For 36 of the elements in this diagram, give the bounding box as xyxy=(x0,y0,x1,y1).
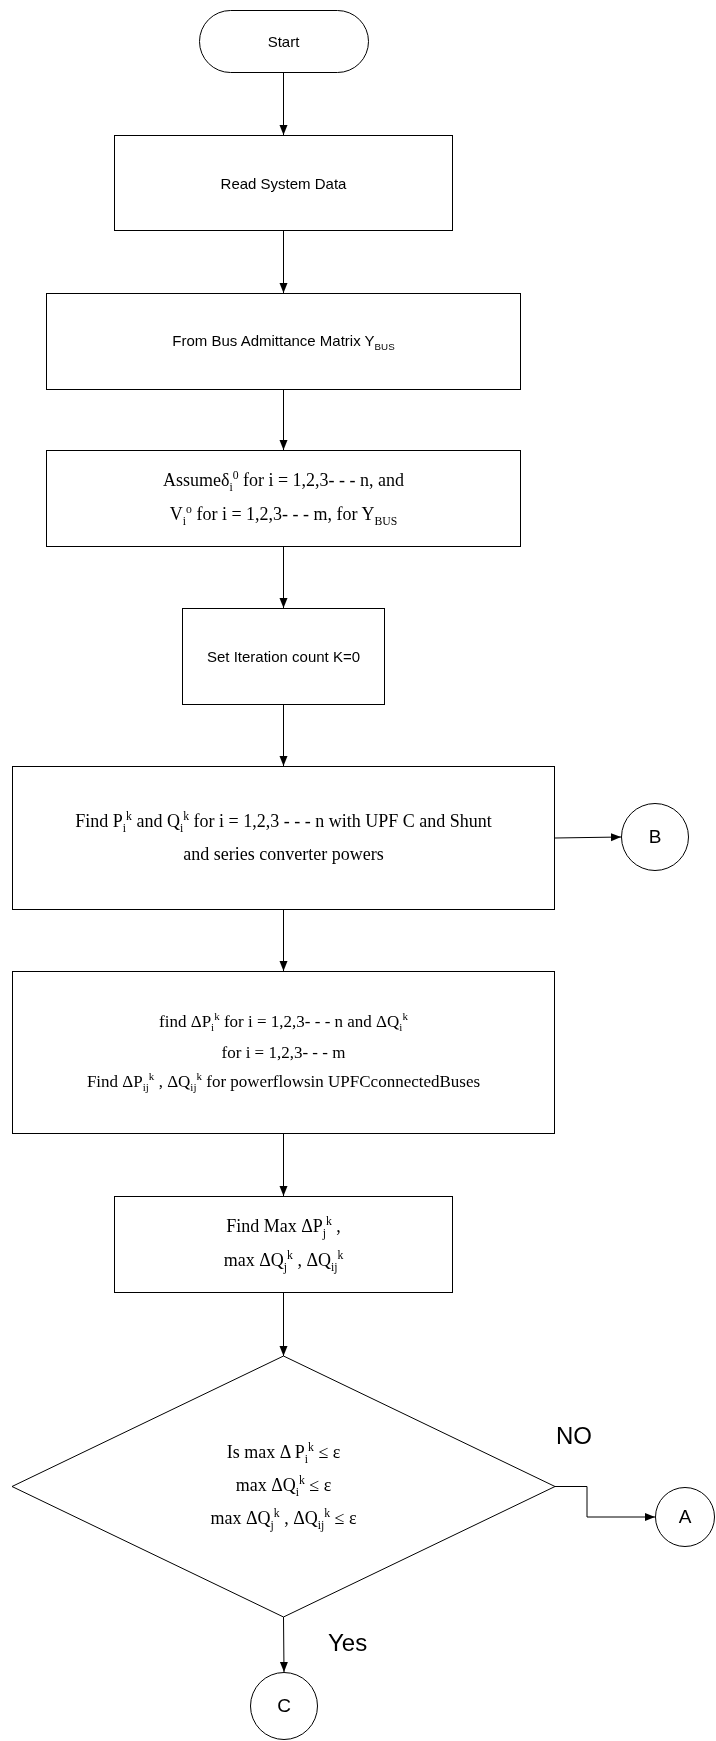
step-text: Read System Data xyxy=(220,174,347,192)
arrow xyxy=(554,833,622,842)
step-text: Set Iteration count K=0 xyxy=(207,648,360,665)
step-text: Assumeδ$_{i}$$^{0}$ for i = 1,2,3- - - n, and xyxy=(162,468,405,497)
step-text: for i = 1,2,3- - - m xyxy=(221,1041,346,1064)
arrow xyxy=(279,389,288,451)
step-text: V$_{i}$$^{o}$ for i = 1,2,3- - - m, for Y$_{BUS}$ xyxy=(169,501,398,530)
step-text: Find ΔP$_{ij}$$^{k}$ , ΔQ$_{ij}$$^{k}$ for powerflowsin UPFCconnectedBuses xyxy=(86,1069,481,1096)
step-text: Is max Δ P$_{i}$$^{k}$ ≤ ε xyxy=(226,1439,341,1468)
process-box xyxy=(46,450,521,547)
process-box xyxy=(114,135,453,231)
process-box xyxy=(182,608,385,705)
arrow xyxy=(279,1133,288,1197)
step-text: Find P$_{i}$$^{k}$ and Q$_{i}$$^{k}$ for i = 1,2,3 - - - n with UPF C and Shunt and series converter powers xyxy=(74,808,493,866)
decision-diamond xyxy=(12,1356,555,1617)
arrow xyxy=(279,1292,288,1357)
arrow xyxy=(279,1616,288,1673)
arrow xyxy=(279,909,288,972)
arrow xyxy=(279,546,288,609)
arrow xyxy=(554,1486,656,1521)
connector-letter: B xyxy=(648,826,662,848)
step-text: Find Max ΔP$_{j}$$^{k}$ , xyxy=(226,1214,341,1243)
step-text: Start xyxy=(267,33,300,50)
step-text: max ΔQ$_{i}$$^{k}$ ≤ ε xyxy=(235,1472,332,1501)
step-text: max ΔQ$_{j}$$^{k}$ , ΔQ$_{ij}$$^{k}$ ≤ ε xyxy=(210,1506,357,1534)
process-box xyxy=(114,1196,453,1293)
process-box xyxy=(12,971,555,1134)
connector-letter: C xyxy=(277,1695,291,1717)
arrow xyxy=(279,704,288,767)
process-box xyxy=(46,293,521,390)
arrow xyxy=(279,230,288,294)
step-text: From Bus Admittance Matrix Y$_{BUS}$ xyxy=(172,331,395,352)
connector-circle xyxy=(655,1487,715,1547)
process-box xyxy=(12,766,555,910)
connector-letter: A xyxy=(678,1506,692,1528)
arrow xyxy=(279,72,288,136)
